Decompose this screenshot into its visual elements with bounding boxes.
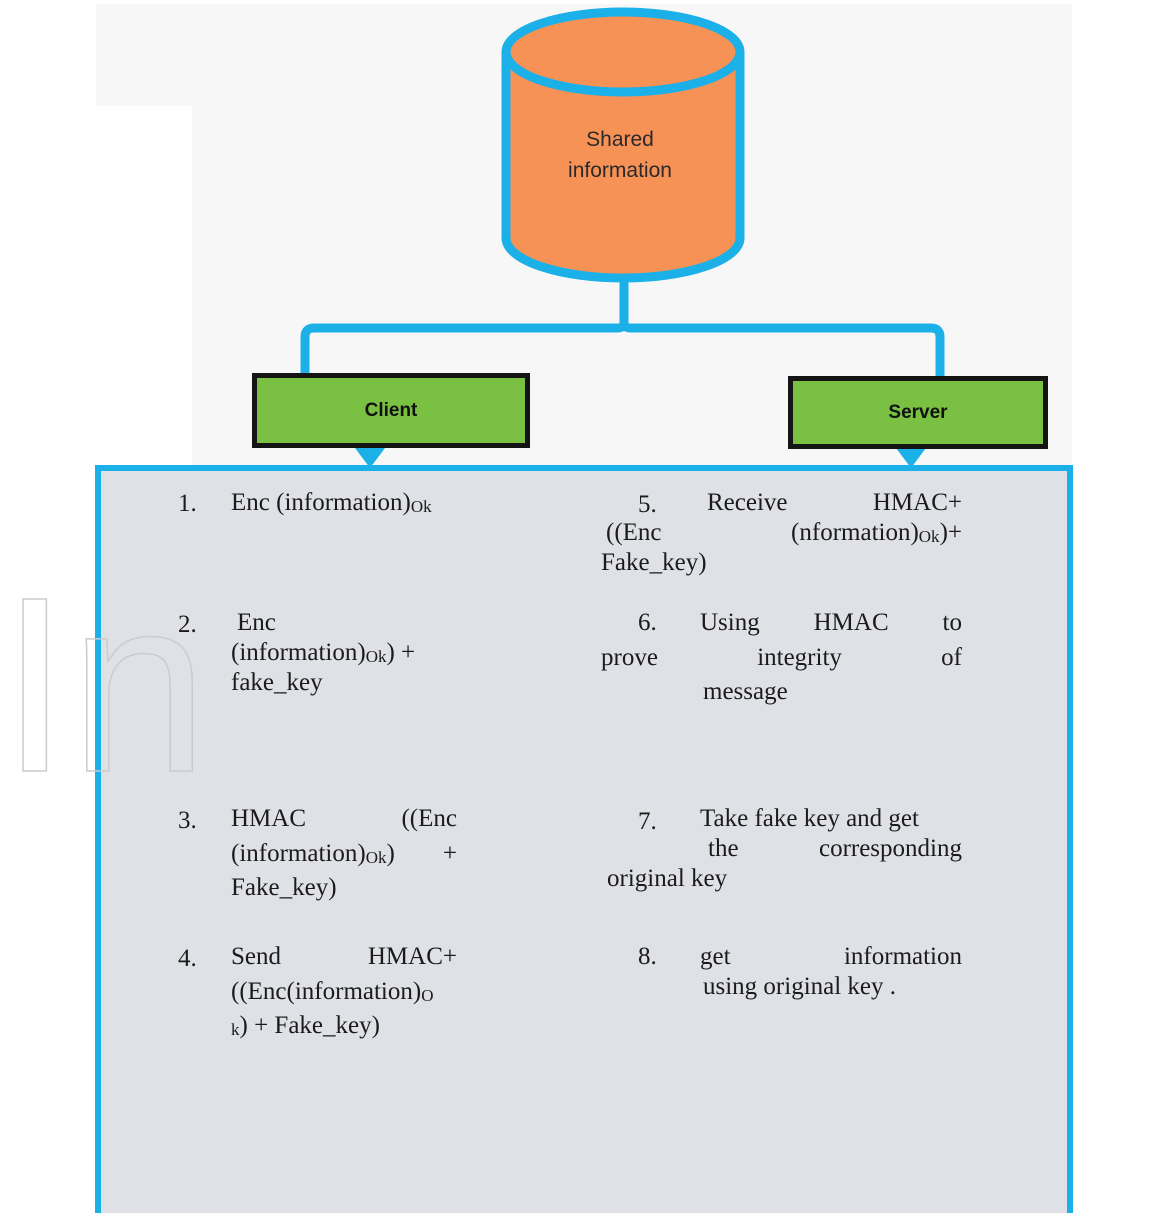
server-node: Server	[788, 376, 1048, 449]
step-text-line3: Fake_key)	[601, 549, 707, 576]
step-text-line2: using original key .	[703, 973, 897, 1000]
step-number: 1.	[178, 490, 197, 517]
step-text-line2: (information)Ok)+	[231, 840, 457, 867]
step-number: 7.	[638, 808, 657, 835]
step-text-line3: k) + Fake_key)	[231, 1012, 380, 1039]
steps-panel	[95, 465, 1073, 1213]
step-number: 2.	[178, 611, 197, 638]
step-text-line2: ((Enc(nformation)Ok)+	[606, 519, 962, 546]
database-cylinder	[501, 7, 745, 283]
client-arrow-icon	[355, 448, 385, 468]
step-text-line3: original key	[607, 865, 728, 892]
step-number: 4.	[178, 945, 197, 972]
background-notch	[96, 106, 192, 470]
step-text-line1: HMAC((Enc	[231, 805, 457, 832]
step-text-line3: message	[703, 678, 788, 705]
database-label-line2: information	[568, 159, 672, 182]
step-text-line3: Fake_key)	[231, 874, 337, 901]
step-text-line2: (information)Ok) +	[231, 639, 416, 666]
server-arrow-icon	[896, 448, 926, 468]
step-text-line2: ((Enc(information)O	[231, 978, 434, 1005]
step-number: 6.	[638, 609, 657, 636]
step-text-line1: Enc	[237, 609, 276, 636]
step-text-line3: fake_key	[231, 669, 323, 696]
step-text: Enc (information)Ok	[231, 489, 432, 516]
step-number: 8.	[638, 943, 657, 970]
database-label-line1: Shared	[586, 128, 654, 151]
step-number: 3.	[178, 807, 197, 834]
step-text-line1: Take fake key and get	[700, 805, 919, 832]
client-node: Client	[252, 373, 530, 448]
database-label: Shared information	[530, 124, 710, 186]
connector-db-to-nodes	[300, 273, 945, 385]
step-number: 5.	[638, 491, 657, 518]
